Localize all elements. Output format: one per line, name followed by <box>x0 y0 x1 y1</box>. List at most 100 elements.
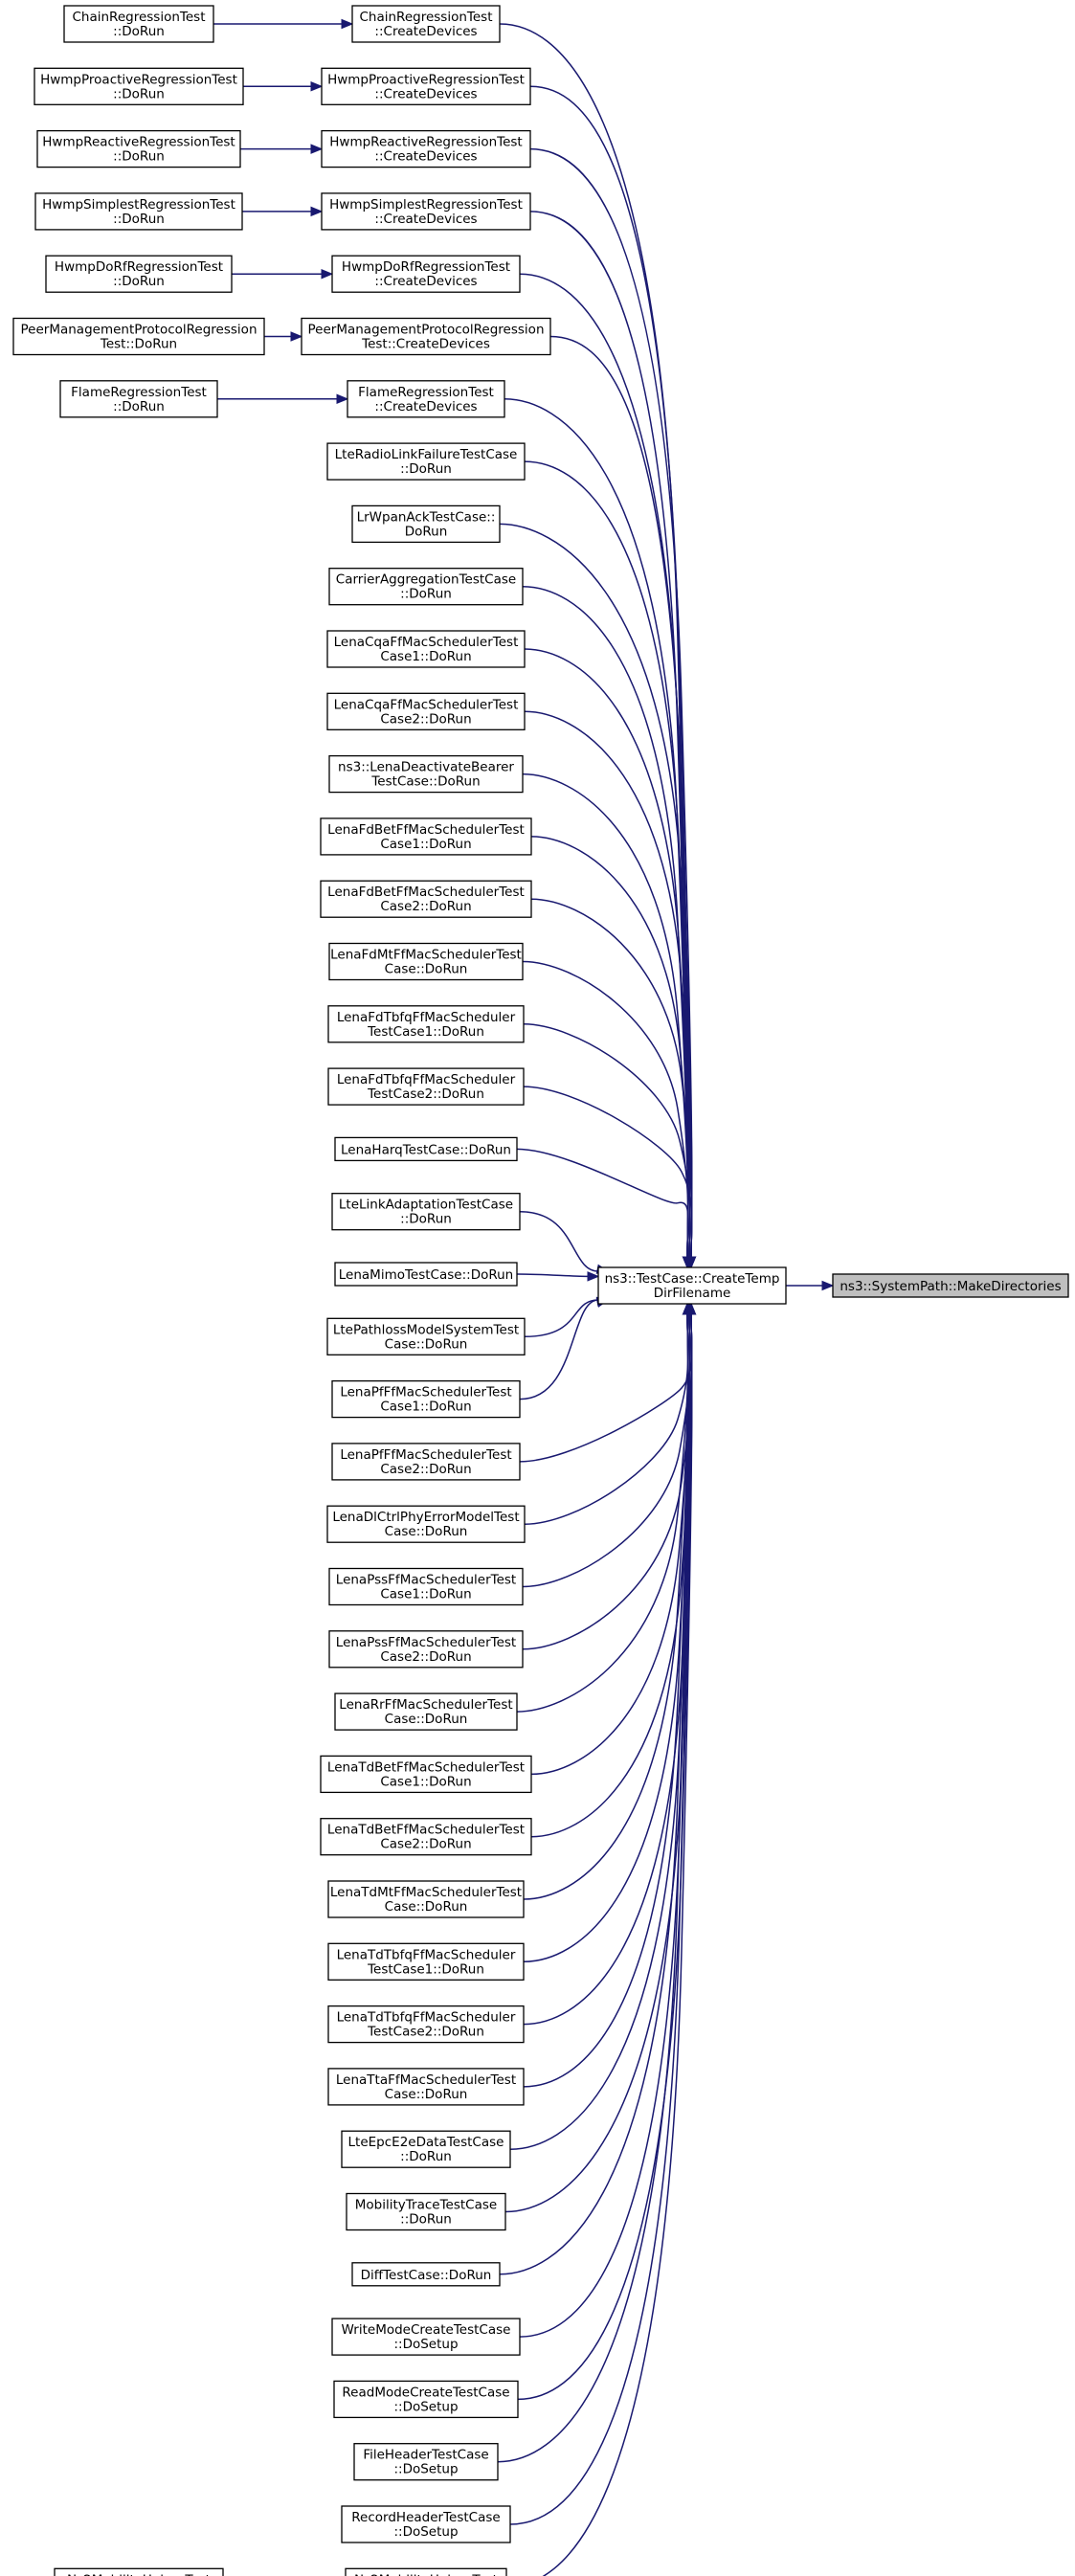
caller-node-lenapssffmacschedulertestcase1-dorun-box <box>328 1567 524 1606</box>
caller-node-readmodecreatetestcase-dosetup-box <box>333 2380 519 2419</box>
parent-node-hwmpreactiveregressiontest-dorun[interactable]: HwmpReactiveRegressionTest::DoRun <box>36 129 241 168</box>
caller-node-lteradiolinkfailuretestcase-dorun[interactable]: LteRadioLinkFailureTestCase::DoRun <box>326 442 526 481</box>
caller-node-lenapfffmacschedulertestcase2-dorun-label: LenaPfFfMacSchedulerTest <box>340 1447 511 1463</box>
caller-node-readmodecreatetestcase-dosetup-label: ReadModeCreateTestCase <box>342 2385 509 2400</box>
edge-lenapssffmacschedulertestcase1-dorun-to-hub <box>522 1313 691 1588</box>
caller-node-lenadlctrlphyerrormodeltestcase-dorun-label: LenaDlCtrlPhyErrorModelTest <box>332 1510 519 1525</box>
caller-node-lenafdbetffmacschedulertestcase1-dorun-label: Case1::DoRun <box>380 837 471 852</box>
caller-node-carrieraggregationtestcase-dorun-box <box>328 568 524 606</box>
parent-node-peermanagementprotocolregressiontest-dorun[interactable]: PeerManagementProtocolRegressionTest::Do… <box>12 317 265 356</box>
caller-node-ltelinkadaptationtestcase-dorun[interactable]: LteLinkAdaptationTestCase::DoRun <box>331 1193 521 1231</box>
caller-node-readmodecreatetestcase-dosetup[interactable]: ReadModeCreateTestCase::DoSetup <box>333 2380 519 2419</box>
caller-node-hwmpdorfregressiontest-createdevices-box <box>331 255 521 293</box>
parent-node-hwmpproactiveregressiontest-dorun[interactable]: HwmpProactiveRegressionTest::DoRun <box>34 67 244 105</box>
caller-node-ltepathlossmodelsystemtestcase-dorun-label: Case::DoRun <box>385 1336 468 1352</box>
parent-node-ns2mobilityhelpertest-dorun[interactable]: Ns2MobilityHelperTest::DoRun <box>54 2567 224 2576</box>
caller-node-hwmpproactiveregressiontest-createdevices[interactable]: HwmpProactiveRegressionTest::CreateDevic… <box>321 67 531 105</box>
caller-node-carrieraggregationtestcase-dorun-label: ::DoRun <box>400 587 452 602</box>
caller-node-carrieraggregationtestcase-dorun-label: CarrierAggregationTestCase <box>336 572 516 588</box>
caller-node-mobilitytracetestcase-dorun[interactable]: MobilityTraceTestCase::DoRun <box>346 2192 506 2231</box>
caller-node-peermanagementprotocolregressiontest-createdevices[interactable]: PeerManagementProtocolRegressionTest::Cr… <box>301 317 551 356</box>
target-node-makedirectories[interactable]: ns3::SystemPath::MakeDirectories <box>832 1273 1069 1298</box>
caller-node-ns2mobilityhelpertest-writetrace[interactable]: Ns2MobilityHelperTest::WriteTrace <box>345 2567 507 2576</box>
caller-node-carrieraggregationtestcase-dorun[interactable]: CarrierAggregationTestCase::DoRun <box>328 568 524 606</box>
caller-node-chainregressiontest-createdevices[interactable]: ChainRegressionTest::CreateDevices <box>351 5 501 43</box>
parent-node-hwmpdorfregressiontest-dorun[interactable]: HwmpDoRfRegressionTest::DoRun <box>45 255 233 293</box>
caller-node-hwmpreactiveregressiontest-createdevices[interactable]: HwmpReactiveRegressionTest::CreateDevice… <box>321 129 531 168</box>
parent-node-hwmpsimplestregressiontest-dorun-label: HwmpSimplestRegressionTest <box>42 197 235 213</box>
caller-node-ltelinkadaptationtestcase-dorun-label: ::DoRun <box>400 1212 452 1227</box>
caller-node-lrwpanacktestcase-dorun[interactable]: LrWpanAckTestCase::DoRun <box>351 504 501 544</box>
caller-node-lenaharqtestcase-dorun-box <box>334 1136 518 1162</box>
caller-node-lteepce2edatatestcase-dorun[interactable]: LteEpcE2eDataTestCase::DoRun <box>341 2130 511 2168</box>
caller-node-difftestcase-dorun[interactable]: DiffTestCase::DoRun <box>351 2262 501 2287</box>
caller-node-writemodecreatetestcase-dosetup-label: ::DoSetup <box>393 2337 458 2352</box>
parent-node-hwmpsimplestregressiontest-dorun[interactable]: HwmpSimplestRegressionTest::DoRun <box>34 192 243 231</box>
parent-node-hwmpdorfregressiontest-dorun-label: HwmpDoRfRegressionTest <box>55 259 223 275</box>
caller-node-fileheadertestcase-dosetup[interactable]: FileHeaderTestCase::DoSetup <box>353 2443 499 2481</box>
parent-node-flameregressiontest-dorun[interactable]: FlameRegressionTest::DoRun <box>59 380 218 418</box>
edge-fileheadertestcase-dosetup-to-hub <box>497 1313 689 2463</box>
hub-node-createtempdirfilename-box <box>597 1266 787 1305</box>
caller-node-hwmpdorfregressiontest-createdevices[interactable]: HwmpDoRfRegressionTest::CreateDevices <box>331 255 521 293</box>
caller-node-lrwpanacktestcase-dorun-box <box>351 504 501 544</box>
caller-node-lenatdbetffmacschedulertestcase2-dorun-label: LenaTdBetFfMacSchedulerTest <box>327 1823 525 1838</box>
caller-node-lenapssffmacschedulertestcase2-dorun-label: LenaPssFfMacSchedulerTest <box>336 1635 516 1650</box>
caller-node-lrwpanacktestcase-dorun-label: LrWpanAckTestCase:: <box>357 509 496 525</box>
caller-node-hwmpreactiveregressiontest-createdevices-box <box>321 129 531 168</box>
arrowhead-lenamimotestcase-dorun <box>587 1271 600 1282</box>
parent-node-hwmpsimplestregressiontest-dorun-box <box>34 192 243 231</box>
caller-node-flameregressiontest-createdevices[interactable]: FlameRegressionTest::CreateDevices <box>347 380 505 418</box>
target-node-makedirectories-label: ns3::SystemPath::MakeDirectories <box>840 1279 1061 1294</box>
parent-node-chainregressiontest-dorun-label: ChainRegressionTest <box>73 10 206 25</box>
caller-node-hwmpsimplestregressiontest-createdevices[interactable]: HwmpSimplestRegressionTest::CreateDevice… <box>321 192 531 231</box>
caller-node-lteradiolinkfailuretestcase-dorun-label: ::DoRun <box>400 461 452 477</box>
edge-mobilitytracetestcase-dorun-to-hub <box>504 1313 693 2213</box>
caller-node-lenafdbetffmacschedulertestcase2-dorun-box <box>320 880 532 918</box>
parent-node-chainregressiontest-dorun[interactable]: ChainRegressionTest::DoRun <box>63 5 214 43</box>
caller-node-lenatdtbfqffmacschedulertestcase1-dorun-box <box>327 1942 525 1981</box>
caller-node-lenatdtbfqffmacschedulertestcase2-dorun-label: TestCase2::DoRun <box>367 2025 484 2040</box>
caller-node-lenafdtbfqffmacschedulertestcase2-dorun-label: LenaFdTbfqFfMacScheduler <box>337 1072 516 1087</box>
parent-node-chainregressiontest-dorun-box <box>63 5 214 43</box>
caller-node-hwmpsimplestregressiontest-createdevices-label: HwmpSimplestRegressionTest <box>329 197 523 213</box>
caller-node-lenaharqtestcase-dorun[interactable]: LenaHarqTestCase::DoRun <box>334 1136 518 1162</box>
caller-node-lrwpanacktestcase-dorun-label: DoRun <box>405 524 448 539</box>
caller-node-hwmpsimplestregressiontest-createdevices-box <box>321 192 531 231</box>
caller-node-lenamimotestcase-dorun[interactable]: LenaMimoTestCase::DoRun <box>334 1262 518 1287</box>
caller-node-lenamimotestcase-dorun-label: LenaMimoTestCase::DoRun <box>339 1267 514 1283</box>
parent-node-hwmpproactiveregressiontest-dorun-label: HwmpProactiveRegressionTest <box>40 72 237 87</box>
caller-node-ns2mobilityhelpertest-writetrace-box <box>345 2567 507 2576</box>
parent-node-ns2mobilityhelpertest-dorun-box <box>54 2567 224 2576</box>
caller-node-lenatdbetffmacschedulertestcase1-dorun-box <box>320 1755 532 1794</box>
caller-node-writemodecreatetestcase-dosetup[interactable]: WriteModeCreateTestCase::DoSetup <box>331 2318 521 2356</box>
caller-node-lenarrffmacschedulertestcase-dorun-label: LenaRrFfMacSchedulerTest <box>339 1697 512 1713</box>
caller-node-peermanagementprotocolregressiontest-createdevices-box <box>301 317 551 356</box>
caller-node-recordheadertestcase-dosetup[interactable]: RecordHeaderTestCase::DoSetup <box>341 2505 511 2543</box>
caller-node-hwmpdorfregressiontest-createdevices-label: HwmpDoRfRegressionTest <box>342 259 510 275</box>
hub-node-createtempdirfilename-label: ns3::TestCase::CreateTemp <box>605 1271 780 1287</box>
caller-node-lenafdtbfqffmacschedulertestcase1-dorun-box <box>327 1005 525 1043</box>
